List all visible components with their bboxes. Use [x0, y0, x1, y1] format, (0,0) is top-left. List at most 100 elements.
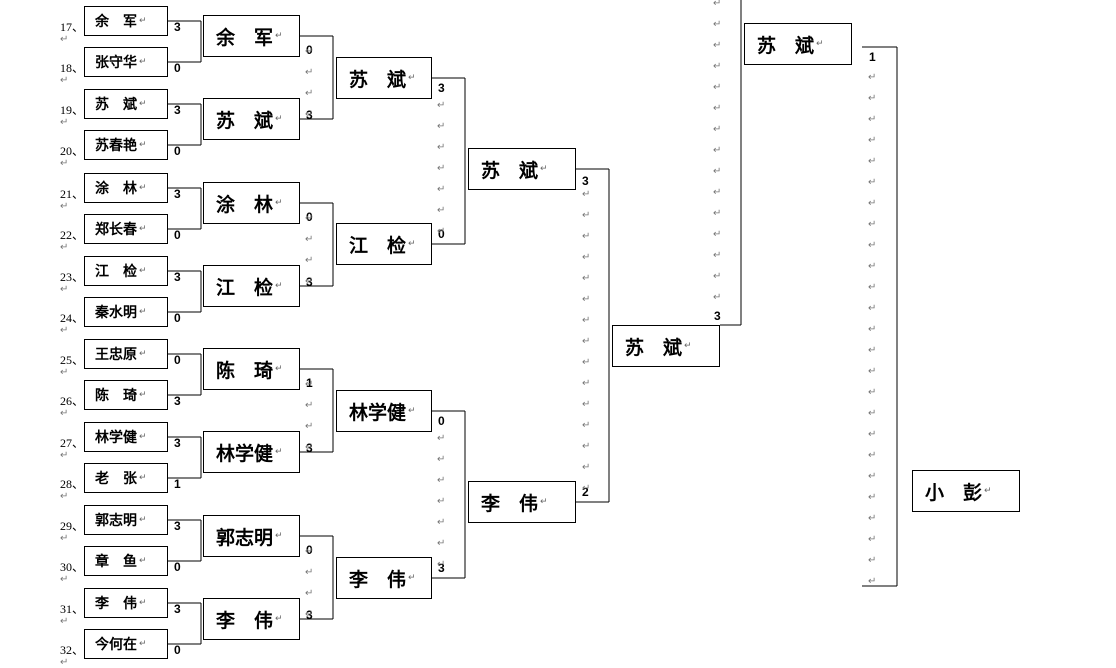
- return-mark: ↵: [582, 252, 591, 263]
- return-mark: ↵: [540, 164, 548, 174]
- player-name: 郑长春: [95, 222, 137, 238]
- return-mark: ↵: [684, 341, 692, 351]
- player-name: 李 伟: [349, 568, 407, 591]
- return-mark: ↵: [139, 307, 147, 317]
- round1-player-box: 李 伟↵: [84, 588, 168, 618]
- round4-player-box: 李 伟↵: [468, 481, 576, 523]
- seed-number: 20、: [60, 144, 85, 158]
- return-mark: ↵: [305, 109, 314, 120]
- return-mark: ↵: [275, 447, 283, 457]
- player-name: 江 检: [349, 234, 407, 257]
- return-mark: ↵: [868, 450, 877, 461]
- return-mark: ↵: [408, 573, 416, 583]
- return-mark: ↵: [713, 0, 722, 9]
- return-mark: ↵: [408, 73, 416, 83]
- player-name: 苏春艳: [95, 138, 137, 154]
- round3-player-box: 江 检↵: [336, 223, 432, 265]
- seed-number: 24、: [60, 311, 85, 325]
- return-mark: ↵: [984, 486, 992, 496]
- round1-player-box: 林学健↵: [84, 422, 168, 452]
- seed-number: 18、: [60, 61, 85, 75]
- round1-player-box: 苏春艳↵: [84, 130, 168, 160]
- return-mark: ↵: [139, 183, 147, 193]
- return-mark: ↵: [305, 46, 314, 57]
- match-score: 3: [174, 602, 181, 616]
- round2-player-box: 江 检↵: [203, 265, 300, 307]
- player-name: 苏 斌: [481, 159, 539, 182]
- round1-player-box: 老 张↵: [84, 463, 168, 493]
- return-mark: ↵: [305, 400, 314, 411]
- return-mark: ↵: [60, 284, 69, 295]
- player-name: 章 鱼: [95, 554, 137, 570]
- return-mark: ↵: [713, 40, 722, 51]
- round2-player-box: 苏 斌↵: [203, 98, 300, 140]
- return-mark: ↵: [60, 325, 69, 336]
- match-score: 3: [306, 108, 313, 122]
- return-mark: ↵: [868, 408, 877, 419]
- return-mark: ↵: [713, 145, 722, 156]
- return-mark: ↵: [868, 219, 877, 230]
- return-mark: ↵: [713, 229, 722, 240]
- player-name: 陈 琦: [95, 388, 137, 404]
- return-mark: ↵: [139, 432, 147, 442]
- return-mark: ↵: [139, 140, 147, 150]
- player-name: 秦水明: [95, 305, 137, 321]
- return-mark: ↵: [60, 533, 69, 544]
- return-mark: ↵: [582, 273, 591, 284]
- return-mark: ↵: [60, 117, 69, 128]
- round1-player-box: 郑长春↵: [84, 214, 168, 244]
- return-mark: ↵: [868, 429, 877, 440]
- return-mark: ↵: [582, 357, 591, 368]
- return-mark: ↵: [60, 367, 69, 378]
- round3-player-box: 苏 斌↵: [336, 57, 432, 99]
- return-mark: ↵: [305, 213, 314, 224]
- match-score: 3: [174, 394, 181, 408]
- match-score: 0: [174, 560, 181, 574]
- return-mark: ↵: [60, 657, 69, 668]
- match-score: 3: [174, 519, 181, 533]
- return-mark: ↵: [868, 303, 877, 314]
- seed-number: 17、: [60, 20, 85, 34]
- match-score: 0: [174, 61, 181, 75]
- return-mark: ↵: [437, 184, 446, 195]
- round2-player-box: 余 军↵: [203, 15, 300, 57]
- return-mark: ↵: [305, 421, 314, 432]
- round1-player-box: 秦水明↵: [84, 297, 168, 327]
- return-mark: ↵: [868, 576, 877, 587]
- return-mark: ↵: [868, 555, 877, 566]
- return-mark: ↵: [868, 177, 877, 188]
- match-score: 1: [306, 376, 313, 390]
- round1-player-box: 余 军↵: [84, 6, 168, 36]
- return-mark: ↵: [60, 616, 69, 627]
- return-mark: ↵: [868, 366, 877, 377]
- round2-player-box: 李 伟↵: [203, 598, 300, 640]
- return-mark: ↵: [868, 492, 877, 503]
- return-mark: ↵: [275, 281, 283, 291]
- return-mark: ↵: [713, 187, 722, 198]
- return-mark: ↵: [139, 556, 147, 566]
- return-mark: ↵: [868, 240, 877, 251]
- return-mark: ↵: [305, 609, 314, 620]
- return-mark: ↵: [275, 614, 283, 624]
- player-name: 涂 林: [95, 181, 137, 197]
- seed-number: 27、: [60, 436, 85, 450]
- return-mark: ↵: [437, 163, 446, 174]
- return-mark: ↵: [305, 234, 314, 245]
- return-mark: ↵: [868, 282, 877, 293]
- return-mark: ↵: [868, 534, 877, 545]
- return-mark: ↵: [437, 100, 446, 111]
- return-mark: ↵: [582, 378, 591, 389]
- return-mark: ↵: [60, 242, 69, 253]
- seed-number: 19、: [60, 103, 85, 117]
- player-name: 李 伟: [95, 596, 137, 612]
- return-mark: ↵: [582, 315, 591, 326]
- return-mark: ↵: [60, 75, 69, 86]
- return-mark: ↵: [582, 336, 591, 347]
- return-mark: ↵: [60, 491, 69, 502]
- player-name: 江 检: [216, 276, 274, 299]
- seed-number: 32、: [60, 643, 85, 657]
- round1-player-box: 陈 琦↵: [84, 380, 168, 410]
- return-mark: ↵: [275, 364, 283, 374]
